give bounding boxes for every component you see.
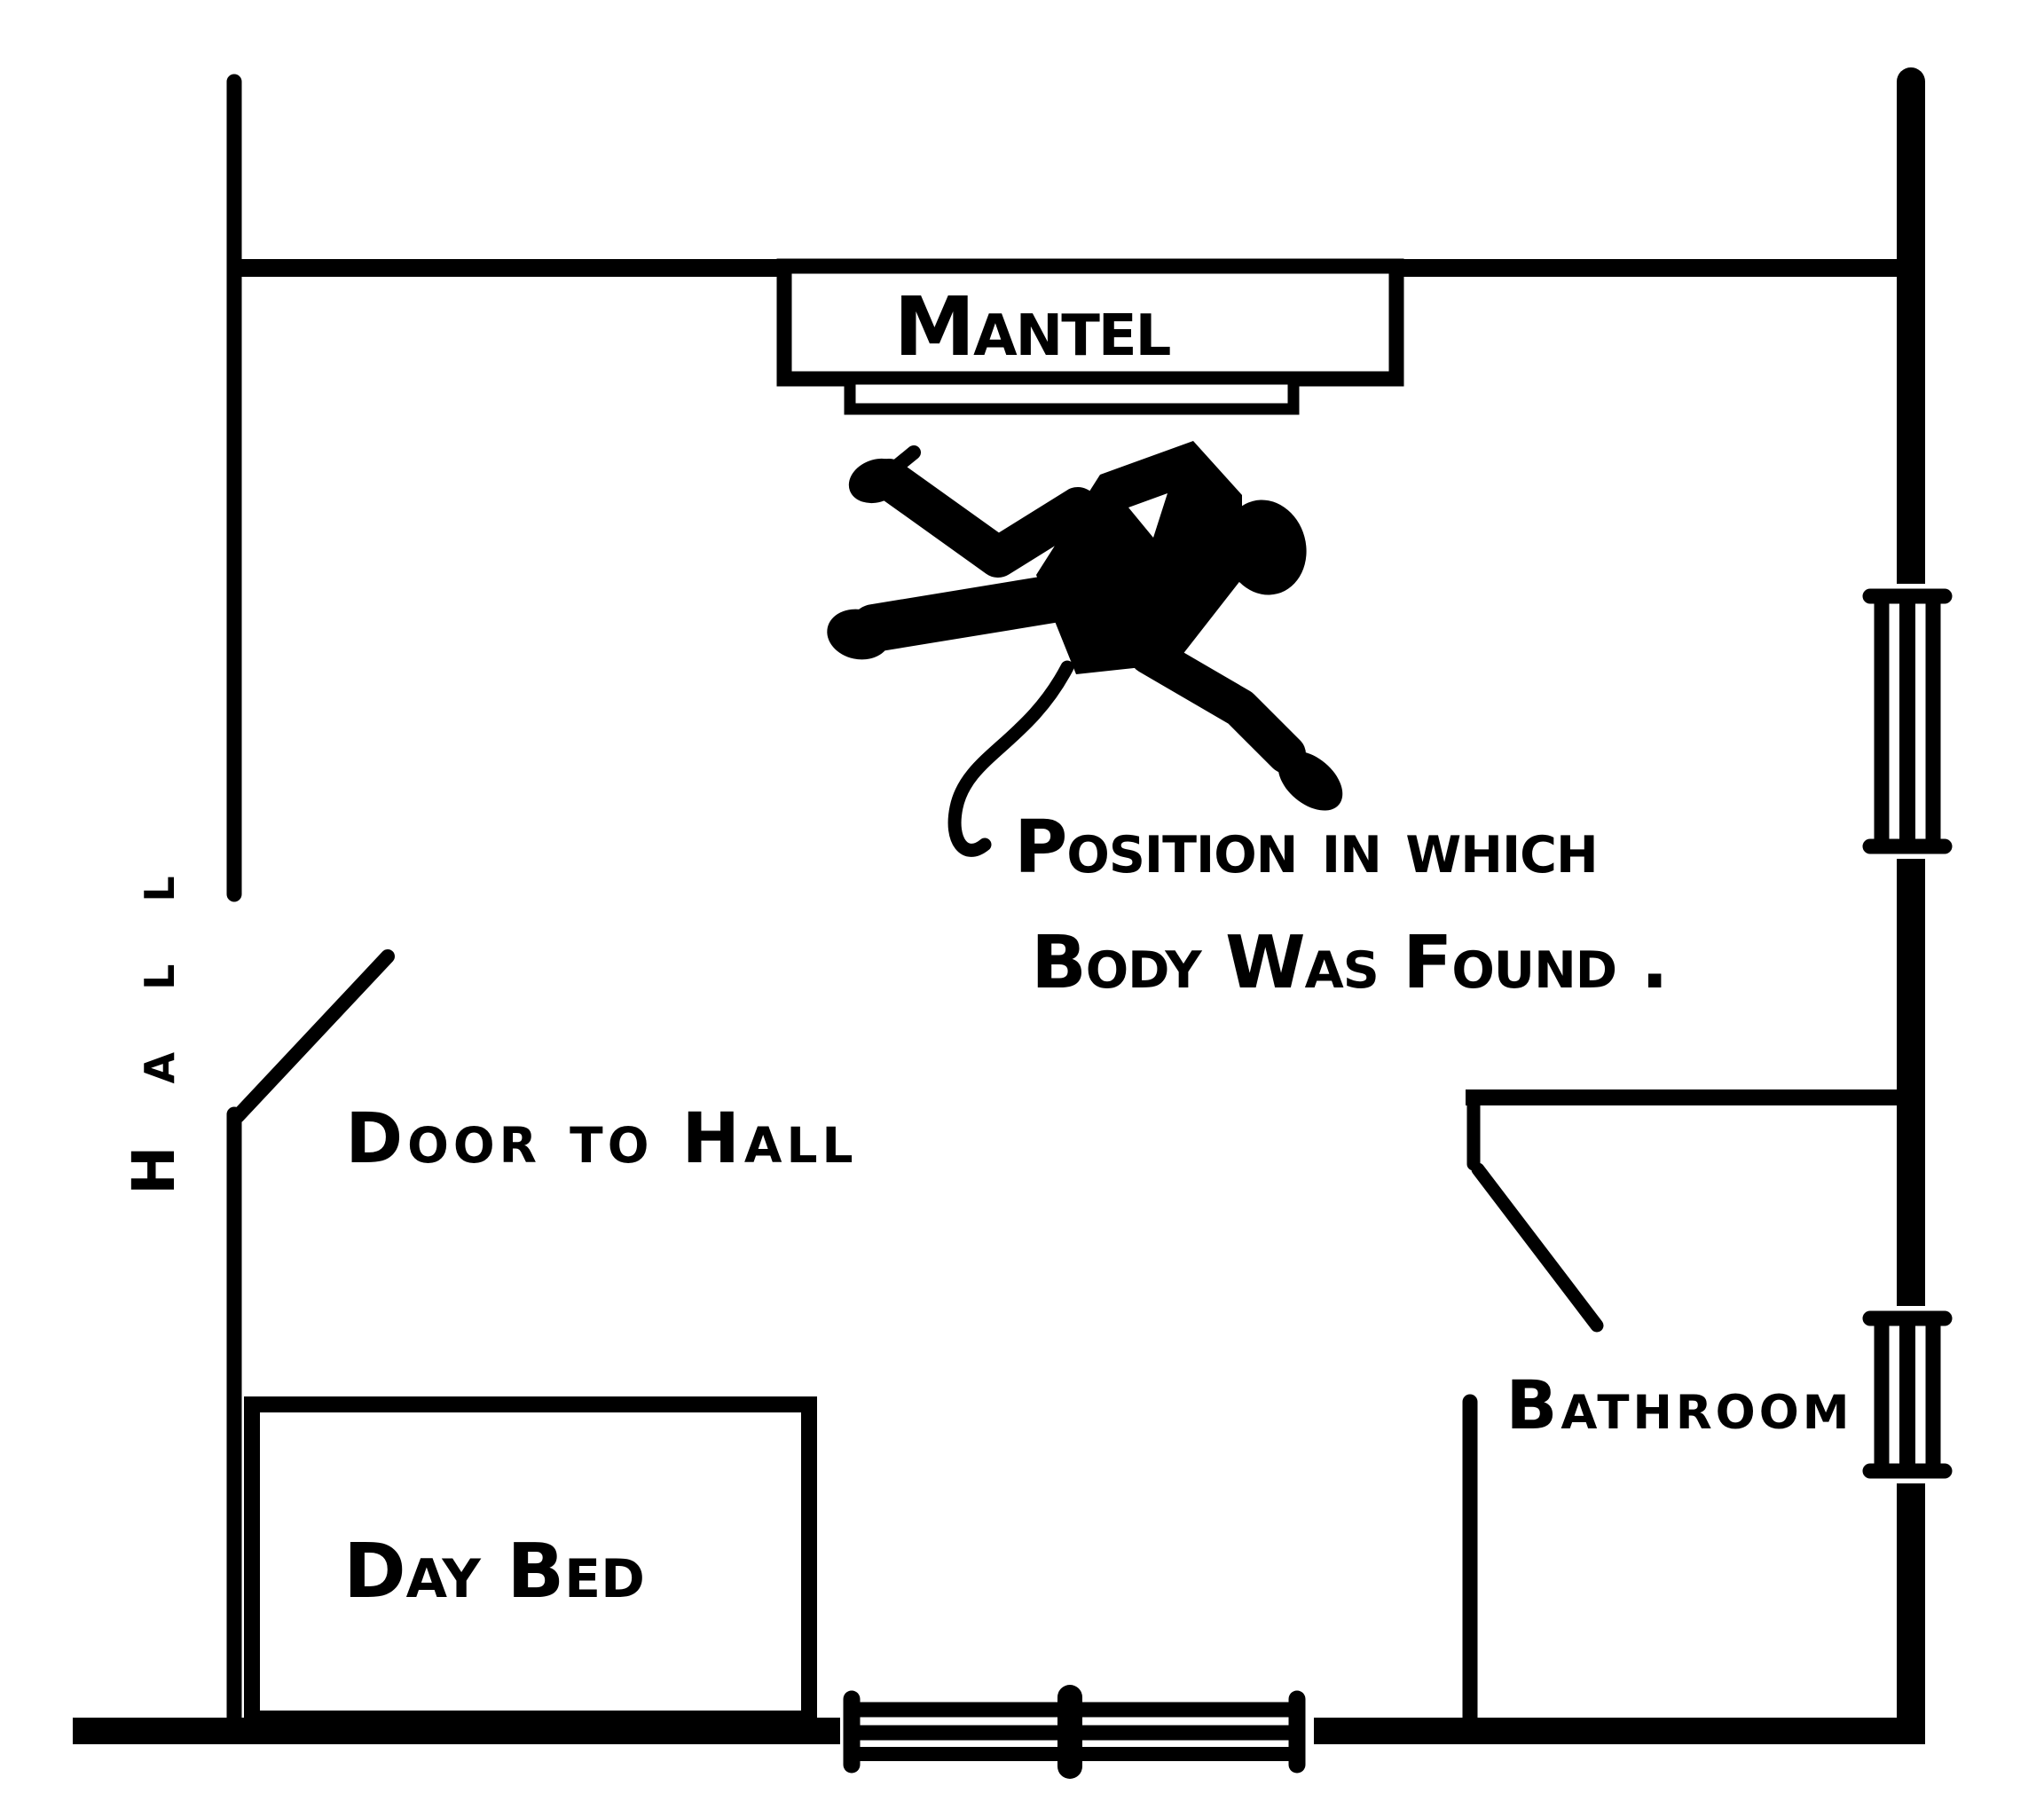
bathroom-door-swing-line bbox=[1471, 1162, 1604, 1333]
label-mantel: Mantel bbox=[894, 279, 1171, 374]
label-door-to-hall: Door to Hall bbox=[345, 1099, 857, 1179]
hearth-outline bbox=[844, 373, 1300, 415]
window-bottom bbox=[840, 1685, 1314, 1779]
window-right-upper bbox=[1861, 584, 1954, 859]
body-hand-lower bbox=[827, 609, 891, 660]
bathroom-partition bbox=[1462, 1089, 1911, 1738]
window-right-lower bbox=[1861, 1306, 1954, 1483]
body-leg bbox=[1129, 635, 1306, 774]
annotation-leader-line bbox=[947, 660, 1074, 857]
body-armpit-notch bbox=[1128, 493, 1167, 538]
body-shoe bbox=[1278, 751, 1343, 811]
label-day-bed: Day Bed bbox=[343, 1528, 645, 1616]
label-annotation-line1: Position in which bbox=[1014, 806, 1597, 890]
body-arm-bent bbox=[869, 459, 1098, 578]
body-head bbox=[1223, 499, 1307, 595]
label-annotation-line2: Body Was Found . bbox=[1031, 921, 1668, 1005]
label-bathroom: Bathroom bbox=[1505, 1365, 1852, 1444]
day-bed-outline bbox=[244, 1396, 817, 1727]
bathroom-top-wall bbox=[1466, 1089, 1911, 1105]
mantel-group bbox=[776, 258, 1404, 415]
body-finger bbox=[887, 445, 921, 476]
hall-door-swing-line bbox=[231, 949, 395, 1123]
label-hall: Hall bbox=[120, 814, 188, 1194]
body-silhouette bbox=[827, 441, 1343, 811]
door-to-hall bbox=[231, 949, 395, 1123]
body-arm-straight bbox=[850, 572, 1093, 652]
